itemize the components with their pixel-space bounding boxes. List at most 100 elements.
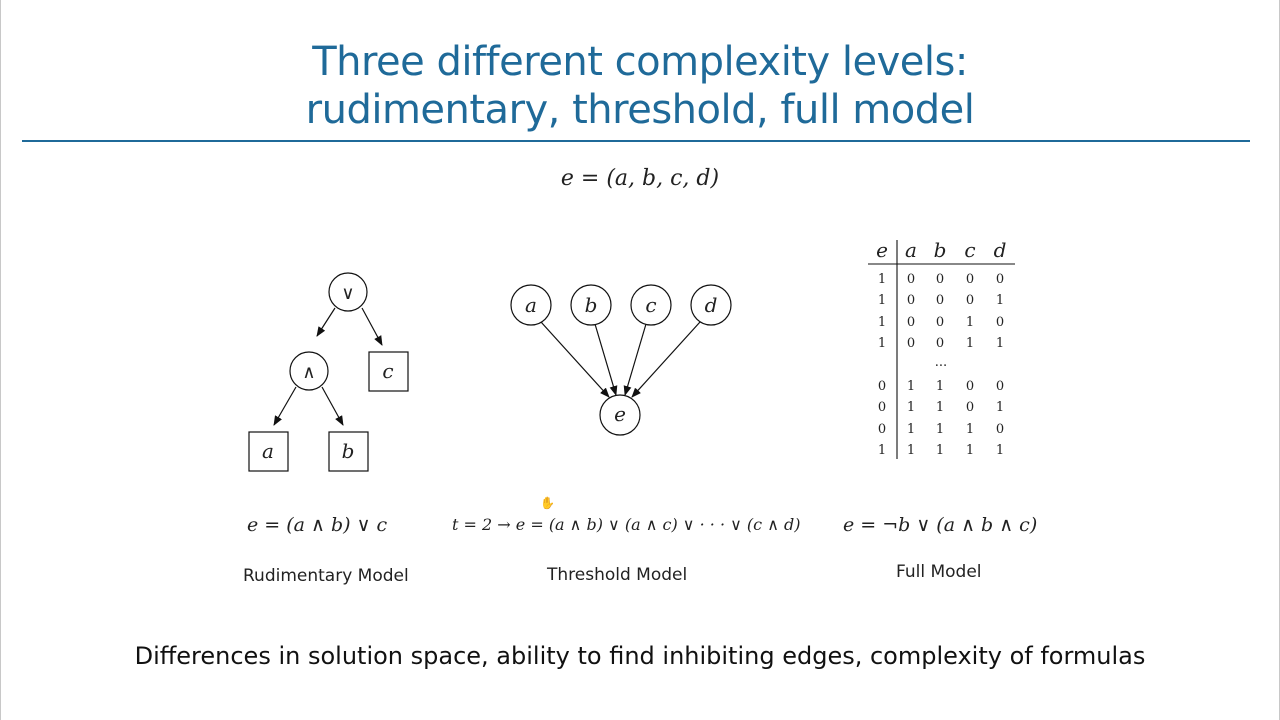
table-cell: 0: [878, 379, 886, 394]
input-node-c-label: c: [645, 293, 656, 317]
edge-and-to-a: [273, 386, 297, 426]
table-cell: 1: [878, 272, 886, 287]
table-cell: 0: [966, 379, 974, 394]
table-cell: 1: [907, 422, 915, 437]
and-node: [289, 351, 329, 391]
table-cell: 1: [936, 422, 944, 437]
table-cell: 0: [936, 293, 944, 308]
table-cell: 0: [878, 400, 886, 415]
table-row: 0 1 1 1 0: [878, 422, 1004, 437]
title-line-2: rudimentary, threshold, full model: [305, 87, 975, 133]
title-line-1: Three different complexity levels:: [312, 39, 968, 85]
top-equation: e = (a, b, c, d): [560, 166, 720, 191]
table-cell: 1: [936, 443, 944, 458]
edge-or-to-c: [361, 307, 383, 346]
table-cell: 0: [966, 272, 974, 287]
output-node-e-label: e: [614, 402, 626, 426]
table-row: 1 0 0 0 0: [878, 272, 1004, 287]
table-cell: 0: [907, 293, 915, 308]
table-cell: 0: [936, 336, 944, 351]
table-row: 1 0 0 1 1: [878, 336, 1004, 351]
table-cell: 0: [907, 336, 915, 351]
input-node-b: [570, 284, 612, 326]
table-row: 1 0 0 0 1: [878, 293, 1004, 308]
table-cell: 1: [878, 293, 886, 308]
table-cell: 1: [936, 379, 944, 394]
table-cell: 1: [907, 400, 915, 415]
table-cell: 0: [966, 400, 974, 415]
title-divider: [22, 140, 1250, 142]
table-row: 0 1 1 0 0: [878, 379, 1004, 394]
input-node-a: [510, 284, 552, 326]
table-cell: 1: [907, 379, 915, 394]
table-cell: 1: [966, 315, 974, 330]
table-cell: 1: [878, 336, 886, 351]
table-header-e: e: [876, 238, 888, 262]
full-caption: Full Model: [896, 562, 982, 582]
input-node-a-label: a: [525, 293, 537, 317]
table-cell: 1: [936, 400, 944, 415]
table-cell: 0: [907, 315, 915, 330]
leaf-c-box: [368, 351, 409, 392]
rudimentary-caption: Rudimentary Model: [243, 566, 409, 586]
edge-a-to-e: [540, 321, 610, 398]
table-cell: 1: [907, 443, 915, 458]
table-header-b: b: [934, 238, 947, 262]
leaf-a-box: [248, 431, 289, 472]
table-cell: 0: [936, 315, 944, 330]
table-cell: 1: [996, 400, 1004, 415]
truth-table: e a b c d 1 0 0 0 0 1 0 0 0 1 1 0 0 1 0: [868, 238, 1015, 459]
input-node-d-label: d: [705, 293, 718, 317]
table-header-a: a: [905, 238, 917, 262]
table-cell: 1: [878, 315, 886, 330]
hand-cursor-icon: ✋: [540, 496, 555, 510]
table-cell: 0: [936, 272, 944, 287]
input-node-d: [690, 284, 732, 326]
edge-d-to-e: [631, 321, 701, 398]
bottom-summary: Differences in solution space, ability t…: [134, 642, 1146, 670]
table-header-c: c: [964, 238, 975, 262]
output-node-e: [599, 394, 641, 436]
input-node-b-label: b: [585, 293, 598, 317]
table-cell: 1: [996, 336, 1004, 351]
input-node-c: [630, 284, 672, 326]
or-node-label: ∨: [341, 283, 354, 304]
edge-b-to-e: [594, 323, 618, 396]
threshold-graph: a b c d e: [510, 284, 732, 436]
table-row: 0 1 1 0 1: [878, 400, 1004, 415]
leaf-b-box: [328, 431, 369, 472]
leaf-a-label: a: [262, 439, 274, 463]
table-cell: 1: [996, 293, 1004, 308]
table-cell: 0: [907, 272, 915, 287]
table-cell: 1: [966, 336, 974, 351]
rudimentary-tree: ∨ ∧ c a b: [248, 272, 409, 472]
table-cell: 0: [996, 272, 1004, 287]
rudimentary-formula: e = (a ∧ b) ∨ c: [247, 514, 388, 536]
table-cell: 0: [878, 422, 886, 437]
slide-title: Three different complexity levels: rudim…: [0, 38, 1280, 134]
full-formula: e = ¬b ∨ (a ∧ b ∧ c): [843, 514, 1038, 536]
frame-edge-left: [0, 0, 1, 720]
table-cell: 1: [966, 422, 974, 437]
table-row: 1 1 1 1 1: [878, 443, 1004, 458]
table-cell: 1: [878, 443, 886, 458]
and-node-label: ∧: [302, 362, 315, 383]
threshold-formula: t = 2 → e = (a ∧ b) ∨ (a ∧ c) ∨ · · · ∨ …: [452, 515, 801, 534]
or-node: [328, 272, 368, 312]
table-cell: 0: [966, 293, 974, 308]
leaf-b-label: b: [342, 439, 355, 463]
edge-and-to-b: [321, 386, 344, 426]
table-row: 1 0 0 1 0: [878, 315, 1004, 330]
table-ellipsis: ...: [935, 355, 947, 370]
table-header-d: d: [994, 238, 1007, 262]
table-cell: 1: [996, 443, 1004, 458]
table-cell: 0: [996, 379, 1004, 394]
edge-or-to-and: [316, 307, 336, 337]
threshold-caption: Threshold Model: [547, 565, 688, 585]
table-cell: 0: [996, 422, 1004, 437]
leaf-c-label: c: [382, 359, 393, 383]
table-cell: 1: [966, 443, 974, 458]
edge-c-to-e: [623, 323, 647, 396]
table-cell: 0: [996, 315, 1004, 330]
